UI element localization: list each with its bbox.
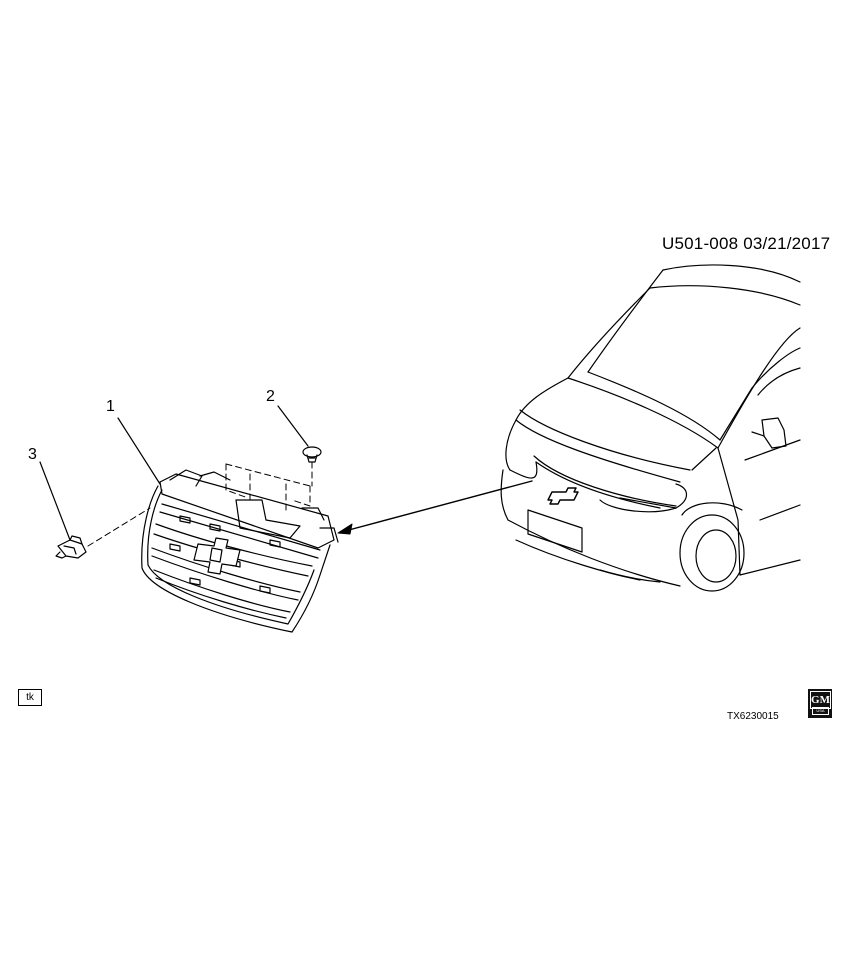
callout-leaders [39, 405, 309, 541]
retainer-part [302, 446, 322, 463]
illustration-id: TX6230015 [727, 711, 779, 722]
gm-logo-subtext: USA [812, 707, 829, 715]
vehicle-front-illustration [500, 264, 801, 592]
fastener-alignment-lines [87, 461, 313, 547]
callout-number-3: 3 [28, 446, 37, 463]
radiator-grille-part [141, 469, 339, 633]
location-arrow [337, 480, 533, 535]
illustration-code-and-date: U501-008 03/21/2017 [662, 234, 831, 253]
callout-number-2: 2 [266, 388, 275, 405]
gm-logo-icon: GM USA [808, 689, 832, 718]
tk-label-box: tk [18, 689, 42, 706]
clip-part [55, 535, 87, 559]
callout-number-1: 1 [106, 398, 115, 415]
gm-logo-text: GM [810, 691, 831, 709]
